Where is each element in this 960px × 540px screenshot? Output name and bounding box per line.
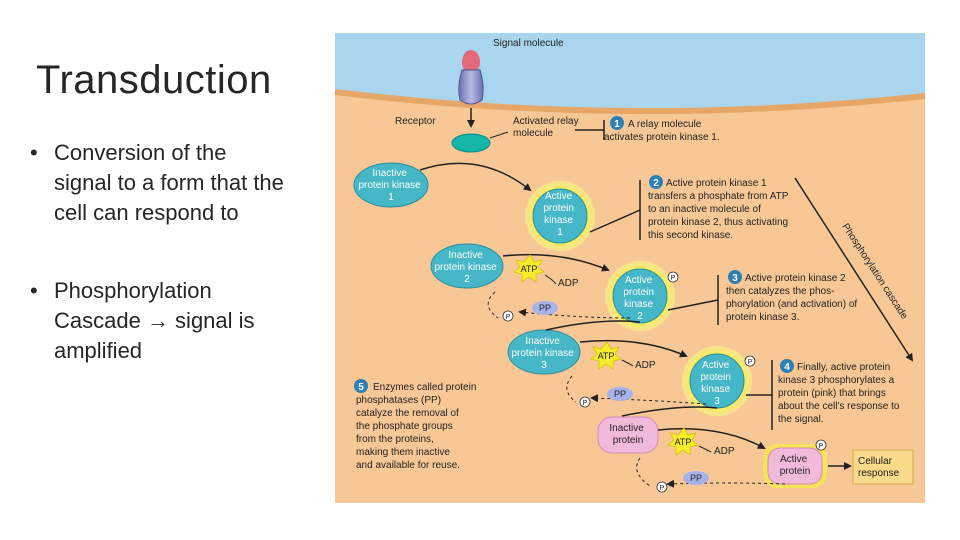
pp-shape-3 bbox=[683, 471, 709, 485]
inactive-pk2-shape bbox=[430, 243, 504, 289]
step5-badge bbox=[354, 379, 368, 393]
cellular-response-box bbox=[852, 449, 914, 485]
pp-label-1: PP bbox=[539, 303, 551, 313]
inactive-protein-shape bbox=[597, 416, 659, 454]
cascade-link-2 bbox=[545, 320, 641, 331]
step1-bracket bbox=[575, 120, 605, 140]
step2-text: Active protein kinase 1 transfers a phos… bbox=[648, 178, 791, 241]
cascade-direction-arrow bbox=[794, 177, 914, 362]
activation-arrow-2 bbox=[502, 253, 610, 272]
inactive-pk3-shape bbox=[507, 329, 581, 375]
recycle-arrow-1 bbox=[487, 291, 499, 319]
bullet-dot: • bbox=[30, 140, 38, 165]
pp-shape-2 bbox=[607, 387, 633, 401]
bullet-item: • Conversion of the signal to a form tha… bbox=[30, 138, 290, 228]
bullet-text: Conversion of the signal to a form that … bbox=[54, 140, 284, 225]
phosphate-free-3 bbox=[656, 481, 668, 493]
bullet-dot: • bbox=[30, 278, 38, 303]
cascade-link-3 bbox=[621, 406, 718, 417]
step5-text: Enzymes called protein phosphatases (PP)… bbox=[356, 382, 479, 471]
receptor-label: Receptor bbox=[395, 116, 436, 127]
phosphate-free-label-3: P bbox=[660, 485, 665, 492]
relay-label: Activated relay molecule bbox=[513, 116, 581, 139]
phosphate-pk2 bbox=[667, 271, 679, 283]
phosphate-label-protein: P bbox=[819, 443, 824, 450]
step3-badge bbox=[728, 270, 742, 284]
activation-arrow-4 bbox=[657, 428, 766, 449]
atp-label-1: ATP bbox=[521, 264, 538, 274]
phosphate-protein bbox=[815, 439, 827, 451]
adp-label-2: ADP bbox=[635, 360, 656, 371]
adp-label-3: ADP bbox=[714, 446, 735, 457]
signal-molecule-shape bbox=[462, 50, 480, 74]
adp-label-1: ADP bbox=[558, 278, 579, 289]
active-pk1-label: Active protein kinase 1 bbox=[543, 191, 576, 238]
adp-arrow-2 bbox=[621, 359, 634, 367]
step3-bracket bbox=[667, 275, 719, 325]
bullet-list: • Conversion of the signal to a form tha… bbox=[30, 138, 290, 414]
active-protein-label: Active protein bbox=[780, 454, 811, 477]
step4-bracket bbox=[746, 360, 773, 430]
slide-title: Transduction bbox=[36, 58, 272, 102]
recycle-arrow-2 bbox=[566, 375, 577, 403]
step2-bracket bbox=[589, 180, 641, 240]
inactive-pk2-label: Inactive protein kinase 2 bbox=[434, 250, 499, 285]
step3-text: Active protein kinase 2 then catalyzes t… bbox=[726, 273, 860, 323]
activation-arrow-1 bbox=[419, 162, 532, 192]
plasma-membrane bbox=[334, 89, 926, 115]
phosphatase-arrow-2 bbox=[590, 394, 707, 405]
phosphate-free-label-2: P bbox=[583, 400, 588, 407]
step1-text: A relay molecule activates protein kinas… bbox=[604, 119, 720, 143]
phosphate-label-pk2: P bbox=[671, 275, 676, 282]
atp-burst-2 bbox=[590, 341, 622, 370]
inactive-pk1-shape bbox=[353, 162, 429, 208]
phosphate-free-2 bbox=[579, 396, 591, 408]
bullet-item: • Phosphorylation Cascade → signal is am… bbox=[30, 276, 290, 366]
relay-molecule-shape bbox=[451, 133, 491, 153]
atp-label-2: ATP bbox=[598, 351, 615, 361]
phosphate-free-1 bbox=[502, 310, 514, 322]
atp-burst-1 bbox=[513, 254, 545, 283]
active-pk2-shape bbox=[612, 268, 668, 324]
step2-number: 2 bbox=[653, 178, 659, 189]
step4-number: 4 bbox=[784, 362, 790, 373]
atp-label-3: ATP bbox=[675, 437, 692, 447]
active-pk2-label: Active protein kinase 2 bbox=[623, 275, 656, 322]
step1-badge bbox=[610, 116, 624, 130]
inactive-pk1-label: Inactive protein kinase 1 bbox=[358, 168, 423, 203]
step2-badge bbox=[649, 175, 663, 189]
bullet-text: Phosphorylation Cascade → signal is ampl… bbox=[54, 278, 255, 363]
adp-arrow-1 bbox=[544, 274, 557, 285]
activation-arrow-3 bbox=[579, 339, 688, 358]
inactive-pk3-label: Inactive protein kinase 3 bbox=[511, 336, 576, 371]
step5-number: 5 bbox=[358, 382, 364, 393]
phosphate-label-pk3: P bbox=[748, 359, 753, 366]
active-pk3-label: Active protein kinase 3 bbox=[700, 360, 733, 407]
inactive-protein-label: Inactive protein bbox=[609, 423, 646, 446]
step1-number: 1 bbox=[614, 119, 620, 130]
phosphatase-arrow-1 bbox=[518, 308, 631, 319]
recycle-arrow-3 bbox=[636, 457, 651, 487]
cellular-response-label: Cellular response bbox=[858, 456, 900, 479]
phosphatase-arrow-3 bbox=[666, 479, 786, 488]
pp-label-3: PP bbox=[690, 473, 702, 483]
pp-label-2: PP bbox=[614, 389, 626, 399]
phosphate-free-label-1: P bbox=[506, 314, 511, 321]
step4-badge bbox=[780, 359, 794, 373]
pp-shape-1 bbox=[532, 301, 558, 315]
receptor-shape bbox=[458, 69, 484, 105]
step3-number: 3 bbox=[732, 273, 738, 284]
active-pk1-shape bbox=[532, 188, 588, 244]
adp-arrow-3 bbox=[698, 445, 712, 453]
step4-text: Finally, active protein kinase 3 phospho… bbox=[778, 362, 902, 425]
phosphate-pk3 bbox=[744, 355, 756, 367]
atp-burst-3 bbox=[667, 427, 699, 456]
relay-leader-line bbox=[489, 131, 509, 139]
signal-molecule-label: Signal molecule bbox=[493, 38, 564, 49]
active-protein-shape bbox=[767, 447, 823, 485]
